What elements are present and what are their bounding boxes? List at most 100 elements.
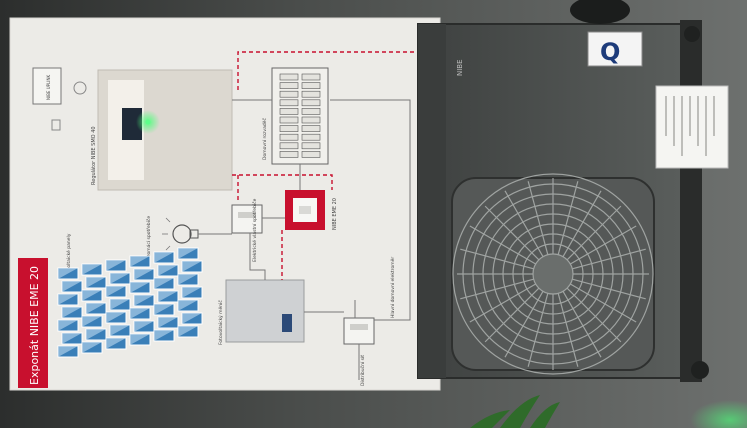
solar-cell-highlight [158,291,178,302]
solar-cell-highlight [62,281,82,292]
grille-spoke [562,190,602,257]
grille-spoke [460,278,534,300]
solar-cell-highlight [82,316,102,327]
distribution-grid-label: Distribuční síť [359,355,366,386]
controller-label: Regulátor NIBE SMO 40 [90,126,97,185]
solar-cell-highlight [130,256,150,267]
solar-cell-highlight [158,265,178,276]
grille-spoke [527,181,549,255]
grille-spoke [557,293,579,367]
solar-cell-highlight [130,282,150,293]
heat-pump-brand: NIBE [456,59,464,76]
pv-panels-label: Fotovoltaické panely [65,233,72,280]
breaker [279,108,299,115]
solar-cell-highlight [58,346,78,357]
solar-cell-highlight [86,303,106,314]
breaker [279,116,299,124]
solar-cell-highlight [154,330,174,341]
breaker [279,125,299,132]
solar-cell-highlight [130,308,150,319]
breaker [301,73,321,81]
breaker [279,90,299,98]
solar-cell-highlight [110,299,130,310]
solar-cell-highlight [106,338,126,349]
breaker [301,116,321,124]
solar-cell-highlight [182,287,202,298]
solar-cell-highlight [82,290,102,301]
home-appliances-label: Domácí spotřebiče [145,216,152,258]
breaker [301,90,321,98]
grille-spoke [469,283,536,323]
inverter: Fotovoltaický měnič [217,279,305,345]
breaker [301,82,321,89]
grille-spoke [566,205,622,261]
breaker [301,99,321,107]
info-card [655,85,729,169]
quality-badge: Q [587,31,643,67]
solar-cell-highlight [62,307,82,318]
main-meter: Hlavní domovní elektroměr Distribuční sí… [343,257,396,386]
grille-spoke [572,278,646,300]
tablet-box: NIBE UPLINK [32,67,87,131]
grille-spoke [484,205,540,261]
breaker-rows [279,73,321,158]
solar-cell-highlight [86,277,106,288]
breaker [279,82,299,89]
solar-cell-highlight [62,333,82,344]
solar-panels: Fotovoltaické panely [57,233,203,358]
exhibit-title: Exponát NIBE EME 20 [28,266,41,385]
solar-cell-highlight [86,329,106,340]
solar-cell-highlight [110,325,130,336]
breaker [279,142,299,150]
breaker [279,73,299,81]
grille-spoke [469,225,536,265]
solar-cell-highlight [182,261,202,272]
grille-spoke [484,287,540,343]
solar-cell-highlight [58,294,78,305]
grille-ring [452,173,654,375]
grille-spoke [566,287,622,343]
inverter-label: Fotovoltaický měnič [217,300,224,345]
breaker [301,108,321,115]
eme-module: NIBE EME 20 [285,190,338,230]
solar-cell-highlight [154,278,174,289]
solar-cell-highlight [158,317,178,328]
switchboard-label: Domovní rozvaděč [261,118,268,160]
green-light-glow [690,400,747,428]
switchboard: Domovní rozvaděč [261,67,329,165]
solar-cell-highlight [178,248,198,259]
breaker [279,151,299,158]
title-strip: Exponát NIBE EME 20 [18,258,48,388]
solar-cell-highlight [134,295,154,306]
badge-letter: Q [600,38,620,66]
solar-cell-highlight [154,304,174,315]
grille-spoke [562,291,602,358]
heat-pump-unit: NIBE Q [417,20,709,382]
grille-spoke [570,225,637,265]
solar-cell-highlight [106,312,126,323]
electrical-appliances-label: Elektrické vlastní spotřebiče [251,198,258,262]
solar-cell-highlight [58,320,78,331]
grille-spoke [527,293,549,367]
controller-unit: Regulátor NIBE SMO 40 [90,69,233,191]
solar-cell-highlight [182,313,202,324]
solar-cell-highlight [154,252,174,263]
grille-spoke [557,181,579,255]
solar-cell-highlight [106,286,126,297]
breaker [301,142,321,150]
grille-spoke [504,291,544,358]
solar-cell-highlight [178,274,198,285]
fan-grille [451,173,655,375]
solar-cell-highlight [130,334,150,345]
main-panel-label: Hlavní domovní elektroměr [389,257,396,318]
solar-cell-highlight [82,264,102,275]
eme-label: NIBE EME 20 [332,198,338,230]
solar-cell-highlight [134,321,154,332]
tablet-label: NIBE UPLINK [46,75,51,100]
electric-meter: Elektrické vlastní spotřebiče [231,198,263,262]
solar-cell-highlight [134,269,154,280]
solar-cell-highlight [178,300,198,311]
wiring [198,99,411,380]
solar-cell-highlight [82,342,102,353]
